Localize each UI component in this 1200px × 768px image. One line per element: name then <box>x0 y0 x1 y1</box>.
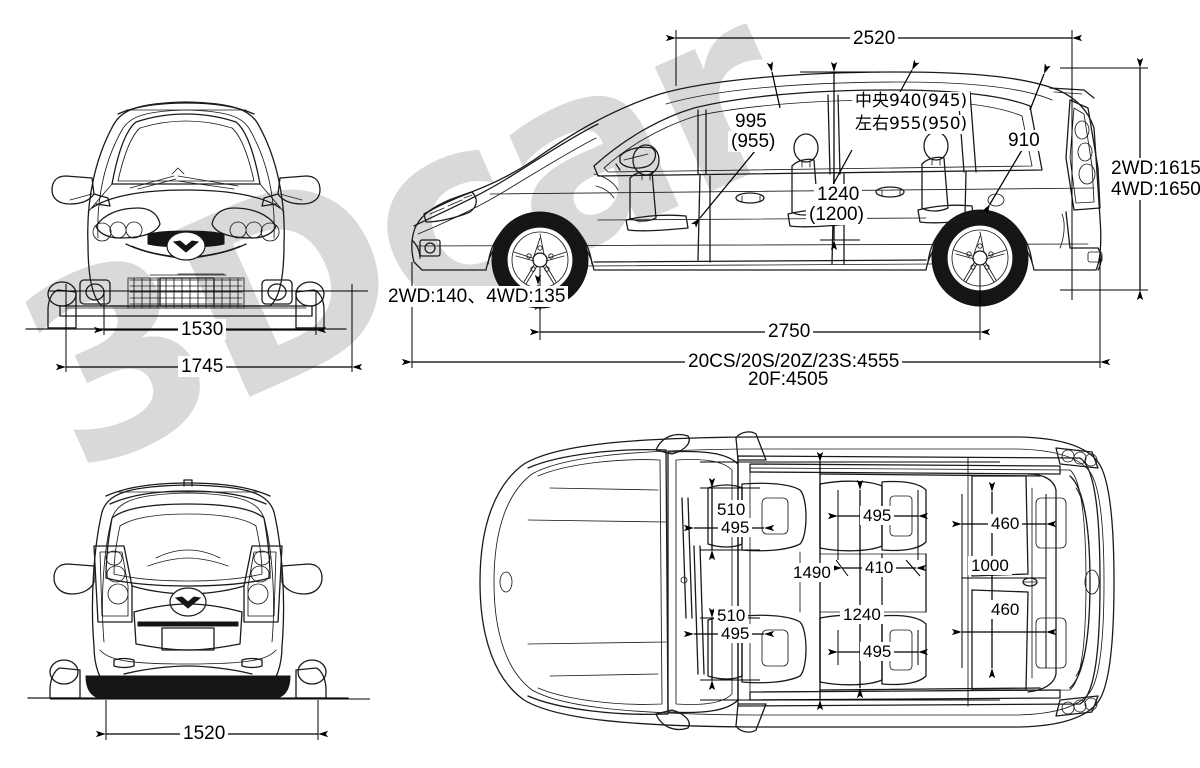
dim-third-row-width-bottom: 460 <box>988 600 1023 620</box>
dim-rear-headroom-center: 中央940(945) <box>852 91 971 112</box>
dim-second-row-couple: 1240 <box>840 605 884 625</box>
dim-front-seat-width-1: 495 <box>718 518 753 538</box>
dim-second-row-width-bottom: 495 <box>860 642 895 662</box>
dim-front-seat-width-2: 495 <box>718 624 753 644</box>
dim-ground-clearance: 2WD:140、4WD:135 <box>385 286 569 308</box>
dim-front-headroom: 995 <box>732 111 770 133</box>
dim-second-row-width-top: 495 <box>860 506 895 526</box>
dim-front-seat-height-alt: (1200) <box>806 204 867 226</box>
dim-front-track: 1530 <box>178 319 227 341</box>
dim-height-4wd: 4WD:1650 <box>1108 179 1200 201</box>
dim-front-seat-cushion-2: 510 <box>714 606 749 626</box>
dim-front-seat-cushion-1: 510 <box>714 500 749 520</box>
side-elevation-view <box>398 48 1138 310</box>
dim-overall-width: 1745 <box>178 356 227 378</box>
dim-rear-headroom-sides: 左右955(950) <box>852 114 971 135</box>
dim-rear-track: 1520 <box>180 723 229 745</box>
rear-elevation-view <box>27 436 349 699</box>
front-elevation-view <box>25 48 347 330</box>
dim-wheelbase: 2750 <box>765 321 814 343</box>
dim-front-seat-height: 1240 <box>814 184 863 206</box>
dim-interior-width: 1490 <box>790 563 834 583</box>
top-plan-view <box>420 428 1140 738</box>
dim-height-2wd: 2WD:1615 <box>1108 158 1200 180</box>
dim-overall-length-alt: 20F:4505 <box>745 369 832 391</box>
dim-third-row-total: 1000 <box>968 556 1012 576</box>
dim-interior-length: 2520 <box>850 28 899 50</box>
dim-third-row-headroom: 910 <box>1005 130 1043 152</box>
dim-second-row-gap: 410 <box>862 558 897 578</box>
dim-third-row-width-top: 460 <box>988 514 1023 534</box>
dim-front-headroom-alt: (955) <box>728 131 779 153</box>
